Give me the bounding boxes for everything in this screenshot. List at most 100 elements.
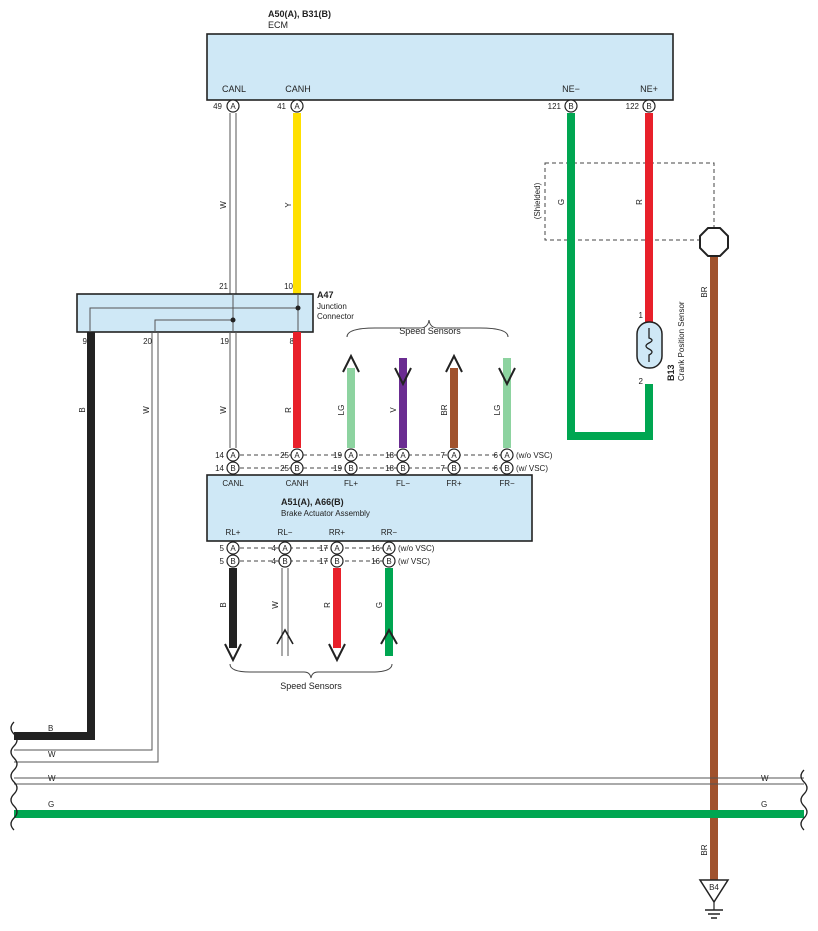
actuator-rr-plus-num-b: 17	[319, 557, 328, 566]
wire-fr-minus-arrow	[498, 367, 516, 387]
actuator-fl-plus-conn-a: A	[348, 451, 354, 460]
actuator-rl-minus-num-b: 4	[272, 557, 277, 566]
actuator-canh-num-b: 25	[280, 464, 289, 473]
actuator-label-canh: CANH	[286, 479, 309, 488]
ecm-terminal-ne-plus-conn: B	[646, 102, 651, 111]
actuator-rr-minus-conn-b: B	[386, 557, 391, 566]
actuator-canl-conn-b: B	[230, 464, 235, 473]
crank-sensor-pin-1: 1	[639, 311, 644, 320]
ground-triangle-icon	[698, 879, 730, 904]
actuator-fr-plus-conn-b: B	[451, 464, 456, 473]
junction-splice-canl	[230, 317, 236, 323]
bus-g-right-label: G	[761, 800, 767, 809]
actuator-label-fr-minus: FR−	[499, 479, 515, 488]
actuator-fr-minus-conn-b: B	[504, 464, 509, 473]
ecm-pin-canh-num: 41	[277, 102, 286, 111]
crank-sensor-coil-icon	[645, 328, 653, 362]
wire-jc-canl-color: W	[219, 406, 228, 414]
actuator-rl-minus-num-a: 4	[272, 544, 277, 553]
actuator-fl-plus-terminal-b	[344, 461, 358, 475]
break-mark-right	[800, 769, 808, 831]
actuator-rl-plus-terminal-b	[226, 554, 240, 568]
ecm-pin-ne-plus-label: NE+	[640, 84, 658, 94]
crank-sensor-name: Crank Position Sensor	[677, 301, 686, 381]
wire-fr-plus-color: BR	[440, 404, 449, 415]
actuator-fr-plus-num-a: 7	[441, 451, 446, 460]
ecm-name: ECM	[268, 20, 288, 30]
actuator-label-fr-plus: FR+	[446, 479, 462, 488]
actuator-label-rl-minus: RL−	[278, 528, 293, 537]
actuator-rl-plus-num-b: 5	[220, 557, 225, 566]
actuator-canh-terminal-b	[290, 461, 304, 475]
ecm-pin-ne-minus-label: NE−	[562, 84, 580, 94]
ecm-pin-canl-label: CANL	[222, 84, 246, 94]
wire-fr-minus-color: LG	[493, 405, 502, 416]
junction-name-line1: Junction	[317, 302, 347, 311]
actuator-fr-plus-terminal-a	[447, 448, 461, 462]
actuator-fl-minus-num-a: 18	[385, 451, 394, 460]
ecm-terminal-canh-conn: A	[294, 102, 300, 111]
actuator-canl-terminal-b	[226, 461, 240, 475]
actuator-canl-num-b: 14	[215, 464, 224, 473]
ecm-terminal-canl-conn: A	[230, 102, 236, 111]
speed-sensors-bottom-label: Speed Sensors	[280, 681, 342, 691]
wire-canh-color: Y	[284, 202, 293, 208]
actuator-fl-minus-conn-a: A	[400, 451, 406, 460]
wire-fl-minus-arrow	[394, 367, 412, 387]
actuator-fl-plus-num-a: 19	[333, 451, 342, 460]
shield-box	[544, 162, 715, 241]
speed-sensors-top-brace	[346, 319, 509, 338]
wire-rl-minus-color: W	[271, 601, 280, 609]
wire-junction-w-outer	[14, 332, 159, 763]
actuator-rl-minus-terminal-b	[278, 554, 292, 568]
actuator-rl-plus-num-a: 5	[220, 544, 225, 553]
actuator-rl-plus-conn-a: A	[230, 544, 236, 553]
actuator-fr-minus-terminal-a	[500, 448, 514, 462]
bus-w2-right-label: W	[761, 774, 769, 783]
junction-bottom-pin-20: 20	[143, 337, 152, 346]
actuator-rr-plus-terminal-b	[330, 554, 344, 568]
crank-sensor-code: B13	[666, 364, 676, 381]
wire-ne-plus-color: R	[635, 199, 644, 205]
junction-bottom-pin-19: 19	[220, 337, 229, 346]
actuator-fl-minus-conn-b: B	[400, 464, 405, 473]
ecm-terminal-canl	[226, 99, 240, 113]
junction-name-line2: Connector	[317, 312, 354, 321]
ecm-code: A50(A), B31(B)	[268, 9, 331, 19]
actuator-top-note-a: (w/o VSC)	[516, 451, 553, 460]
actuator-canl-num-a: 14	[215, 451, 224, 460]
junction-top-pin-21: 21	[219, 282, 228, 291]
actuator-rr-plus-conn-a: A	[334, 544, 340, 553]
actuator-label-rr-minus: RR−	[381, 528, 398, 537]
junction-bottom-pin-9: 9	[83, 337, 88, 346]
wire-junction-b-color: B	[78, 407, 87, 412]
junction-bottom-pin-8: 8	[290, 337, 295, 346]
actuator-rr-minus-num-b: 16	[371, 557, 380, 566]
wire-ground-br-color: BR	[700, 844, 709, 855]
ecm-terminal-ne-plus	[642, 99, 656, 113]
wire-rr-minus-color: G	[375, 602, 384, 608]
wire-rr-plus-color: R	[323, 602, 332, 608]
bus-w2-label: W	[48, 774, 56, 783]
actuator-top-note-b: (w/ VSC)	[516, 464, 548, 473]
wire-rl-plus-color: B	[219, 602, 228, 607]
bus-w1-label: W	[48, 750, 56, 759]
shield-splice-octagon	[699, 227, 729, 257]
wire-rr-plus-arrow	[328, 643, 346, 663]
actuator-rr-minus-terminal-b	[382, 554, 396, 568]
actuator-canh-conn-b: B	[294, 464, 299, 473]
actuator-label-rr-plus: RR+	[329, 528, 346, 537]
bus-b-label: B	[48, 724, 53, 733]
ecm-terminal-ne-minus	[564, 99, 578, 113]
speed-sensors-bottom-brace	[229, 663, 393, 679]
wire-rr-minus-arrow	[380, 627, 398, 645]
junction-code: A47	[317, 290, 334, 300]
junction-internal-canl	[154, 294, 234, 332]
speed-sensors-top-label: Speed Sensors	[399, 326, 461, 336]
ecm-pin-ne-minus-num: 121	[548, 102, 562, 111]
actuator-bottom-note-b: (w/ VSC)	[398, 557, 430, 566]
ecm-pin-canh-label: CANH	[285, 84, 311, 94]
actuator-fr-plus-conn-a: A	[451, 451, 457, 460]
wire-junction-w-inner	[14, 332, 153, 751]
